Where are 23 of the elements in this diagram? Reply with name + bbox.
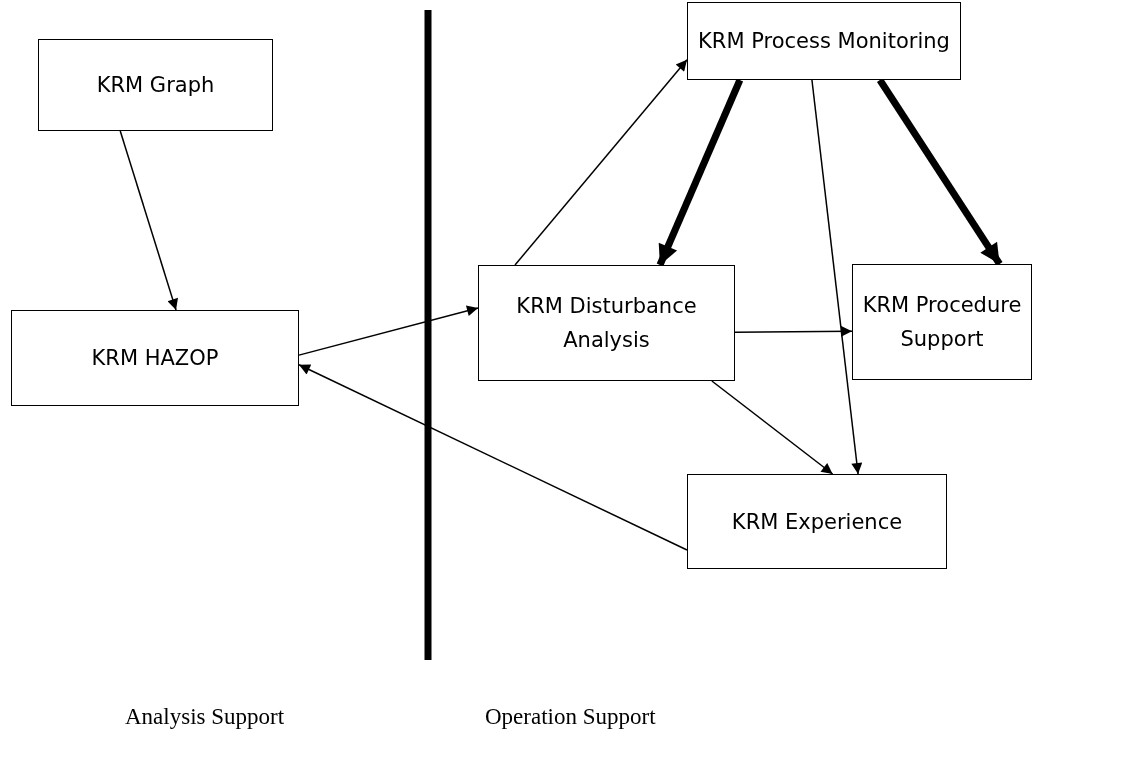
arrow <box>298 363 688 551</box>
arrow <box>711 380 834 475</box>
box-label: KRM Procedure Support <box>861 292 1023 353</box>
arrow <box>656 78 744 267</box>
process-box <box>11 310 299 406</box>
section-label: Analysis Support <box>125 703 285 731</box>
arrow <box>811 79 863 475</box>
process-box <box>478 265 735 381</box>
process-box <box>852 264 1032 380</box>
box-label: KRM Process Monitoring <box>698 28 950 55</box>
arrow <box>119 130 178 311</box>
box-label: KRM Experience <box>731 508 903 536</box>
box-label: KRM Disturbance Analysis <box>515 293 698 354</box>
box-label: KRM Graph <box>96 72 215 99</box>
arrow <box>514 58 688 266</box>
box-label: KRM HAZOP <box>91 345 219 372</box>
arrow <box>876 78 1003 266</box>
arrow <box>298 305 479 356</box>
process-box <box>687 2 961 80</box>
arrow <box>734 325 853 337</box>
process-box <box>687 474 947 569</box>
process-box <box>38 39 273 131</box>
section-label: Operation Support <box>485 703 656 731</box>
